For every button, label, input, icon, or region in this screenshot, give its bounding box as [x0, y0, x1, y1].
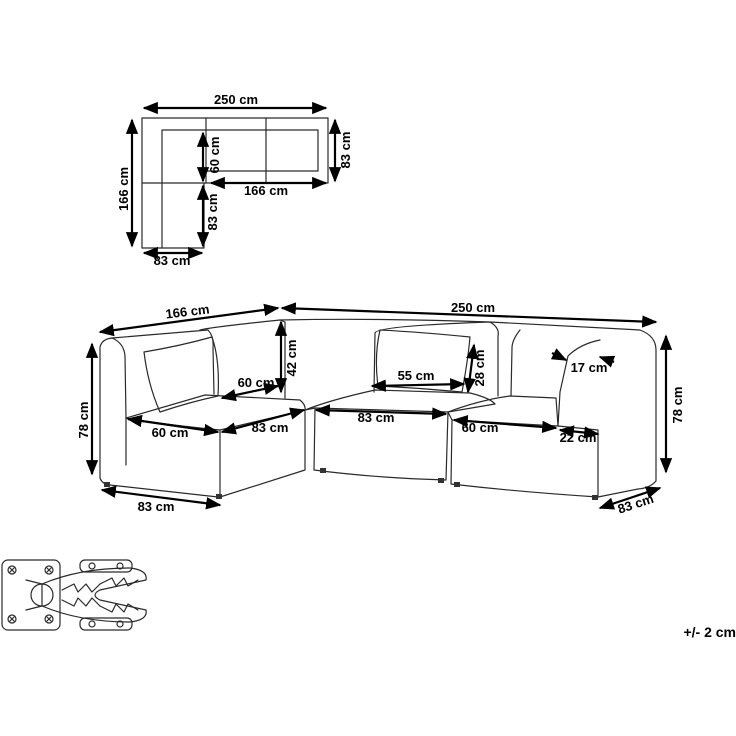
front-seat-depth-c-label: 60 cm	[462, 420, 499, 435]
front-arm-width-label: 17 cm	[571, 360, 608, 375]
foot	[592, 495, 598, 500]
connector-plate	[1, 559, 61, 631]
front-module-width-a-label: 83 cm	[252, 420, 289, 435]
right-seat	[447, 395, 559, 427]
perspective-view: 166 cm 250 cm 78 cm 78 cm 42 cm 60 cm 60…	[76, 300, 685, 517]
middle-cushion	[375, 329, 471, 393]
top-seat-depth-label: 60 cm	[207, 137, 222, 174]
foot	[454, 482, 460, 487]
front-cushion-width-label: 55 cm	[398, 368, 435, 383]
front-cushion-height-label: 28 cm	[472, 350, 487, 387]
top-bottom-width-label: 83 cm	[154, 253, 191, 268]
right-back	[489, 321, 657, 498]
front-base-right-label: 83 cm	[616, 491, 656, 517]
front-base-left-label: 83 cm	[138, 499, 175, 514]
middle-seat	[304, 389, 496, 413]
left-cushion	[143, 336, 219, 413]
foot	[104, 482, 110, 487]
tolerance-label: +/- 2 cm	[683, 624, 736, 640]
foot	[216, 494, 222, 499]
top-left-height-label: 166 cm	[116, 167, 131, 211]
top-view: 250 cm 166 cm 83 cm 60 cm 166 cm 83 cm 8…	[116, 92, 353, 268]
right-arm-inner	[557, 339, 601, 427]
top-arm-depth-label: 83 cm	[205, 194, 220, 231]
front-left-length-label: 166 cm	[165, 301, 211, 321]
top-view-back-inner	[161, 129, 319, 249]
top-inner-length-label: 166 cm	[244, 183, 288, 198]
front-seat-depth-b-label: 60 cm	[152, 425, 189, 440]
top-right-depth-label: 83 cm	[338, 132, 353, 169]
foot	[438, 478, 444, 483]
front-arm-height-label: 22 cm	[560, 430, 597, 445]
front-back-height-label: 42 cm	[284, 340, 299, 377]
front-total-length-label: 250 cm	[451, 300, 495, 315]
connector-clip-detail	[1, 559, 147, 631]
front-height-right-label: 78 cm	[670, 387, 685, 424]
connector-clip	[41, 567, 147, 623]
left-arm-outer	[99, 329, 219, 498]
top-width-label: 250 cm	[214, 92, 258, 107]
front-seat-depth-a-label: 60 cm	[238, 375, 275, 390]
foot	[320, 468, 326, 473]
front-module-width-b-label: 83 cm	[358, 410, 395, 425]
front-height-left-label: 78 cm	[76, 402, 91, 439]
